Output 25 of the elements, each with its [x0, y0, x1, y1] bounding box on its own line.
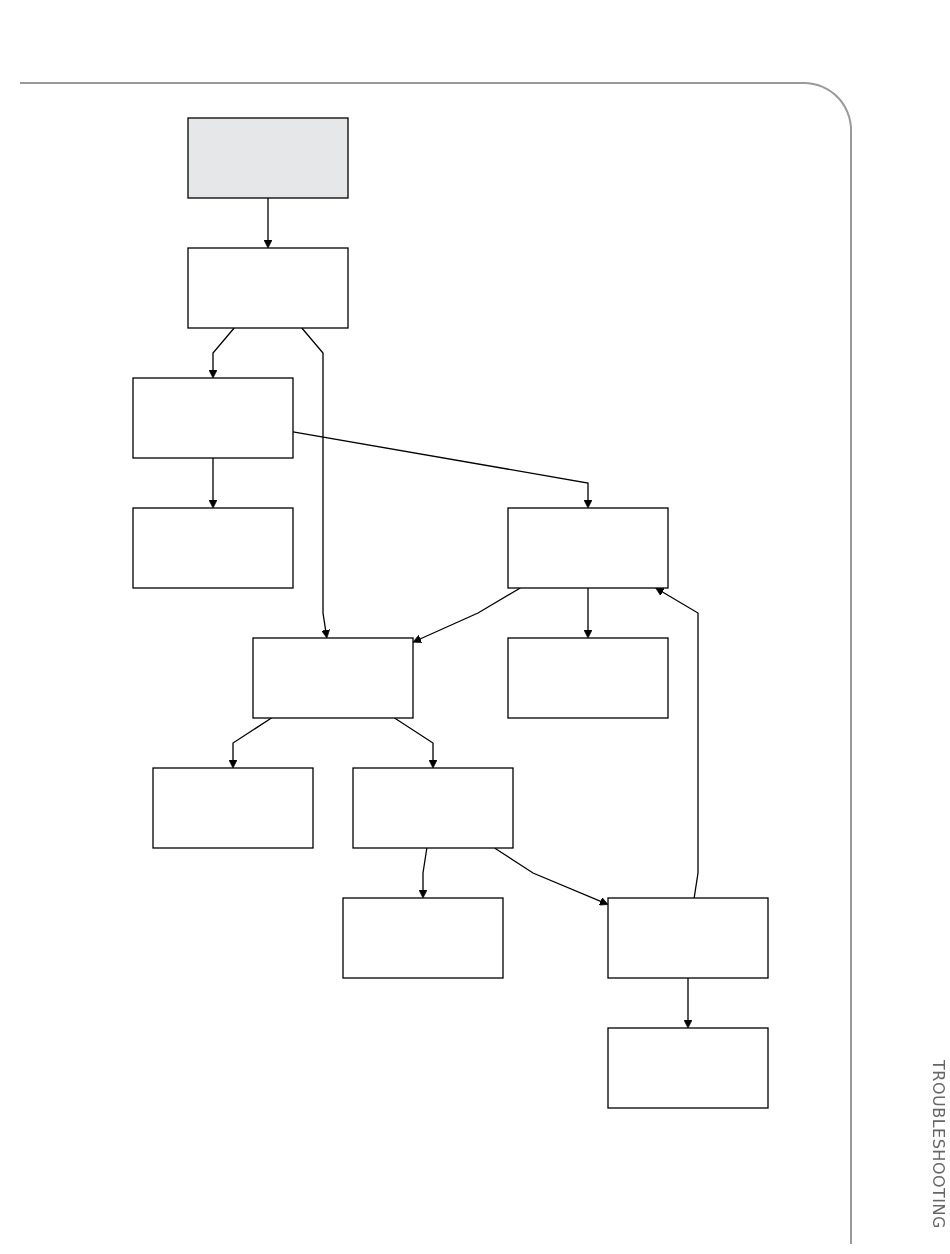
arrow	[263, 197, 272, 249]
arrow	[208, 327, 235, 379]
node-box	[251, 637, 414, 719]
arrow	[683, 977, 692, 1029]
arrow	[300, 327, 330, 639]
section-tab-label: TROUBLESHOOTING	[929, 1060, 948, 1229]
arrow	[418, 847, 427, 899]
node-box	[131, 507, 294, 589]
arrow	[208, 457, 217, 509]
arrow	[393, 717, 437, 769]
node-box	[341, 897, 504, 979]
node-box	[606, 897, 769, 979]
node-box	[151, 767, 314, 849]
node-box	[506, 637, 669, 719]
node-box	[606, 1027, 769, 1109]
node-box	[186, 117, 349, 199]
node-box	[506, 507, 669, 589]
node-box	[131, 377, 294, 459]
node-box	[351, 767, 514, 849]
arrow	[493, 847, 608, 906]
arrow	[583, 587, 592, 639]
node-box	[186, 247, 349, 329]
arrow	[654, 587, 699, 899]
arrow	[228, 717, 272, 769]
arrow	[412, 587, 521, 643]
